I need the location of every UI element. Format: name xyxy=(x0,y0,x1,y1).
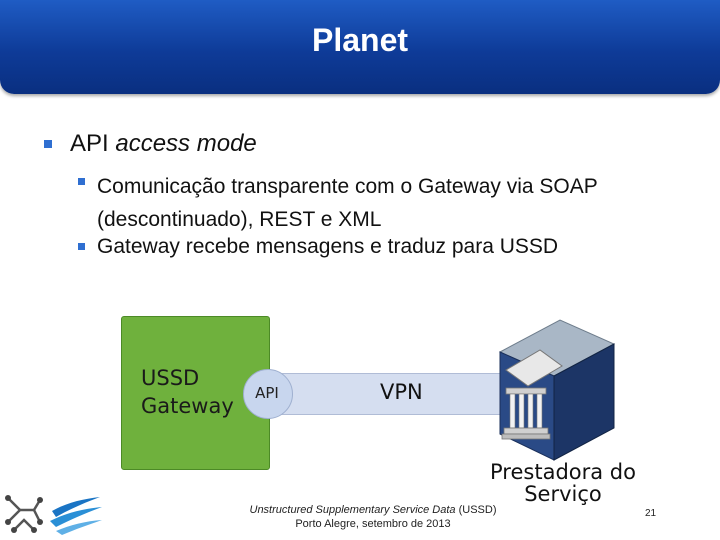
square-bullet-icon xyxy=(78,243,85,250)
bullet-main-prefix: API xyxy=(70,130,116,157)
page-number: 21 xyxy=(645,508,657,519)
square-bullet-icon xyxy=(44,140,52,148)
gateway-label: USSD Gateway xyxy=(141,364,234,420)
bullet-sub-1: Comunicação transparente com o Gateway v… xyxy=(97,175,598,231)
footer-text: Unstructured Supplementary Service Data … xyxy=(228,503,518,531)
slide-title: Planet xyxy=(311,22,409,58)
server-bank-icon xyxy=(498,319,616,461)
provider-label: Prestadora do Serviço xyxy=(488,461,638,505)
title-bar xyxy=(0,0,720,94)
bullet-main: API access mode xyxy=(70,130,257,158)
footer-line2: Porto Alegre, setembro de 2013 xyxy=(295,518,451,530)
provider-label-line2: Serviço xyxy=(524,482,602,506)
api-label: API xyxy=(255,384,279,402)
api-circle xyxy=(243,369,293,419)
footer-line1-emphasis: Unstructured Supplementary Service Data xyxy=(249,504,456,516)
provider-label-line1: Prestadora do xyxy=(490,460,636,484)
vpn-label: VPN xyxy=(380,380,423,404)
bullet-sub-2: Gateway recebe mensagens e traduz para U… xyxy=(97,235,559,258)
gateway-label-line1: USSD xyxy=(141,366,200,390)
network-nodes-logo-icon xyxy=(5,495,43,533)
square-bullet-icon xyxy=(78,178,85,185)
bullet-main-emphasis: access mode xyxy=(115,130,257,157)
vpn-tunnel xyxy=(270,373,510,415)
gateway-label-line2: Gateway xyxy=(141,394,234,418)
blue-swoosh-logo-icon xyxy=(50,497,102,535)
footer-line1-rest: (USSD) xyxy=(455,504,497,516)
footer-line1: Unstructured Supplementary Service Data … xyxy=(228,503,518,517)
